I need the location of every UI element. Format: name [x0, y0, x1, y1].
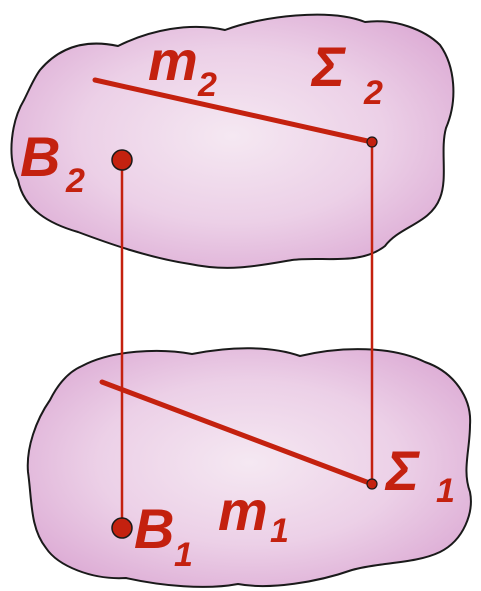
- label-b2: B: [20, 125, 60, 188]
- label-sigma2: Σ: [310, 35, 346, 98]
- line-m1: [99, 379, 375, 487]
- upper-plane-shape: [10, 13, 455, 269]
- label-sigma1: Σ: [384, 439, 420, 502]
- m1-endpoint: [366, 478, 378, 490]
- line-m2: [92, 77, 375, 145]
- label-m1: m: [218, 479, 268, 542]
- point-b1: [111, 517, 133, 539]
- lower-plane-shape: [26, 347, 472, 588]
- m2-endpoint: [366, 136, 378, 148]
- label-m1-subscript: 1: [270, 512, 289, 550]
- point-b2: [111, 149, 133, 171]
- label-sigma2-subscript: 2: [363, 74, 383, 112]
- label-sigma1-subscript: 1: [436, 472, 455, 510]
- label-m2: m: [148, 29, 198, 92]
- label-b2-subscript: 2: [65, 162, 85, 200]
- label-b1: B: [134, 497, 174, 560]
- label-b1-subscript: 1: [174, 536, 193, 574]
- label-m2-subscript: 2: [197, 66, 217, 104]
